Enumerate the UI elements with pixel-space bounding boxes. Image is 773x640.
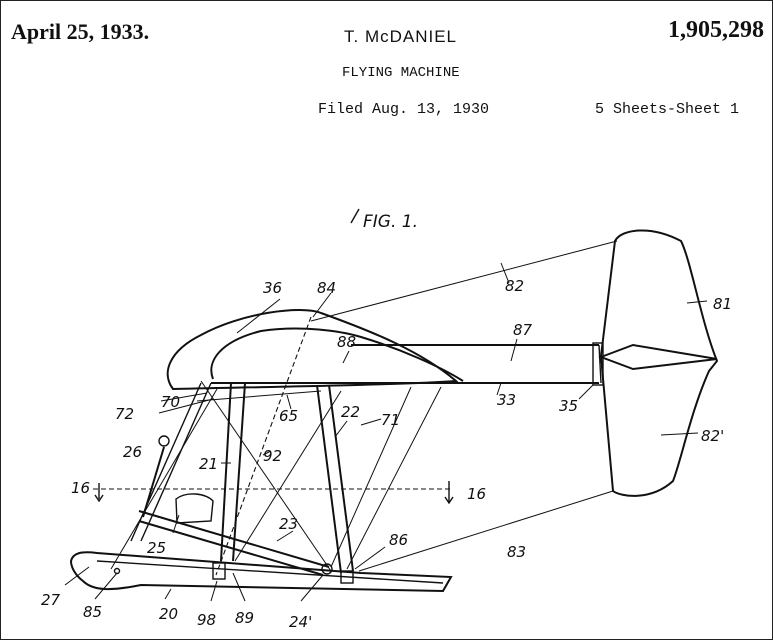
wire-65 <box>196 390 322 402</box>
leader-35 <box>578 384 594 400</box>
ref-84: 84 <box>317 279 336 297</box>
ref-16-right: 16 <box>467 485 486 503</box>
ref-98: 98 <box>197 611 216 629</box>
figure-label-underline <box>350 208 360 224</box>
push-rod-23a <box>138 510 330 568</box>
ref-24-prime: 24' <box>289 613 312 631</box>
ref-65: 65 <box>279 407 298 425</box>
float-chine <box>96 560 444 584</box>
ref-26: 26 <box>123 443 142 461</box>
tail-rudder <box>599 229 719 497</box>
leader-81 <box>686 300 708 304</box>
ref-16-left: 16 <box>71 479 90 497</box>
leader-87 <box>510 338 518 362</box>
wire-83 <box>358 490 614 572</box>
ref-27: 27 <box>41 591 61 609</box>
wire-92 <box>234 390 342 562</box>
seat-25 <box>175 493 214 524</box>
strut-21a <box>220 382 232 562</box>
leader-23 <box>276 530 294 542</box>
upper-wing <box>166 308 459 391</box>
leader-72 <box>158 398 214 414</box>
boom-end <box>598 344 602 384</box>
ref-81: 81 <box>713 295 732 313</box>
control-stick-knob <box>158 435 170 447</box>
section-arrowhead-right <box>444 496 454 505</box>
fitting-86 <box>340 570 354 584</box>
inventor-name: T. McDANIEL <box>344 27 458 46</box>
float-hull <box>69 551 453 593</box>
leader-27 <box>64 566 90 586</box>
section-arrowhead-left <box>94 494 104 503</box>
ref-83: 83 <box>507 543 526 561</box>
ref-92: 92 <box>263 447 282 465</box>
ref-82-prime: 82' <box>701 427 724 445</box>
ref-85: 85 <box>83 603 102 621</box>
ref-23: 23 <box>279 515 298 533</box>
ref-21: 21 <box>199 455 218 473</box>
ref-71: 71 <box>381 411 400 429</box>
leader-70 <box>160 392 208 402</box>
wire-70 <box>110 388 218 570</box>
leader-20 <box>164 588 172 600</box>
leader-24p <box>300 574 324 602</box>
fitting-98 <box>212 562 226 580</box>
leader-71 <box>360 418 382 426</box>
filing-date: Filed Aug. 13, 1930 <box>318 101 490 118</box>
wire-82 <box>310 240 618 322</box>
leader-88 <box>342 350 350 364</box>
leader-92 <box>262 450 272 456</box>
tail-joint <box>592 342 604 386</box>
ref-87: 87 <box>513 321 533 339</box>
ref-70: 70 <box>161 393 180 411</box>
leader-85 <box>94 572 118 600</box>
leader-82p <box>660 432 699 436</box>
fitting-85 <box>113 567 121 575</box>
wire-71 <box>330 386 412 568</box>
leader-98 <box>210 580 218 602</box>
leader-86 <box>354 546 386 570</box>
strut-21b <box>232 382 246 562</box>
ref-35: 35 <box>559 397 578 415</box>
wire-72 <box>200 380 332 572</box>
ref-89: 89 <box>235 609 254 627</box>
ref-82: 82 <box>505 277 524 295</box>
figure-label: FIG. 1. <box>363 212 418 232</box>
pivot-24 <box>321 563 333 575</box>
patent-date: April 25, 1933. <box>11 19 150 44</box>
axis-line-84 <box>215 316 312 576</box>
push-rod-23b <box>138 520 324 576</box>
ref-22: 22 <box>341 403 360 421</box>
wire-71b <box>346 386 442 570</box>
invention-title: FLYING MACHINE <box>342 65 460 81</box>
strut-22a <box>316 384 342 574</box>
tail-stabilizer <box>598 343 718 371</box>
ref-25: 25 <box>147 539 166 557</box>
leader-33 <box>496 382 502 396</box>
leader-22 <box>334 420 348 438</box>
control-stick <box>142 446 165 518</box>
leader-84 <box>312 292 332 318</box>
ref-36: 36 <box>263 279 282 297</box>
leader-65 <box>286 394 292 410</box>
leader-25 <box>172 514 180 534</box>
ref-86: 86 <box>389 531 408 549</box>
leader-89 <box>232 572 246 602</box>
leader-36 <box>236 298 281 334</box>
strut-22b <box>328 384 354 572</box>
ref-88: 88 <box>337 333 356 351</box>
leader-82 <box>500 262 510 284</box>
sheet-count: 5 Sheets-Sheet 1 <box>595 101 740 118</box>
ref-72: 72 <box>115 405 134 423</box>
ref-20: 20 <box>159 605 178 623</box>
ref-33: 33 <box>497 391 516 409</box>
fuselage-airfoil <box>210 327 464 382</box>
patent-number: 1,905,298 <box>668 17 764 43</box>
